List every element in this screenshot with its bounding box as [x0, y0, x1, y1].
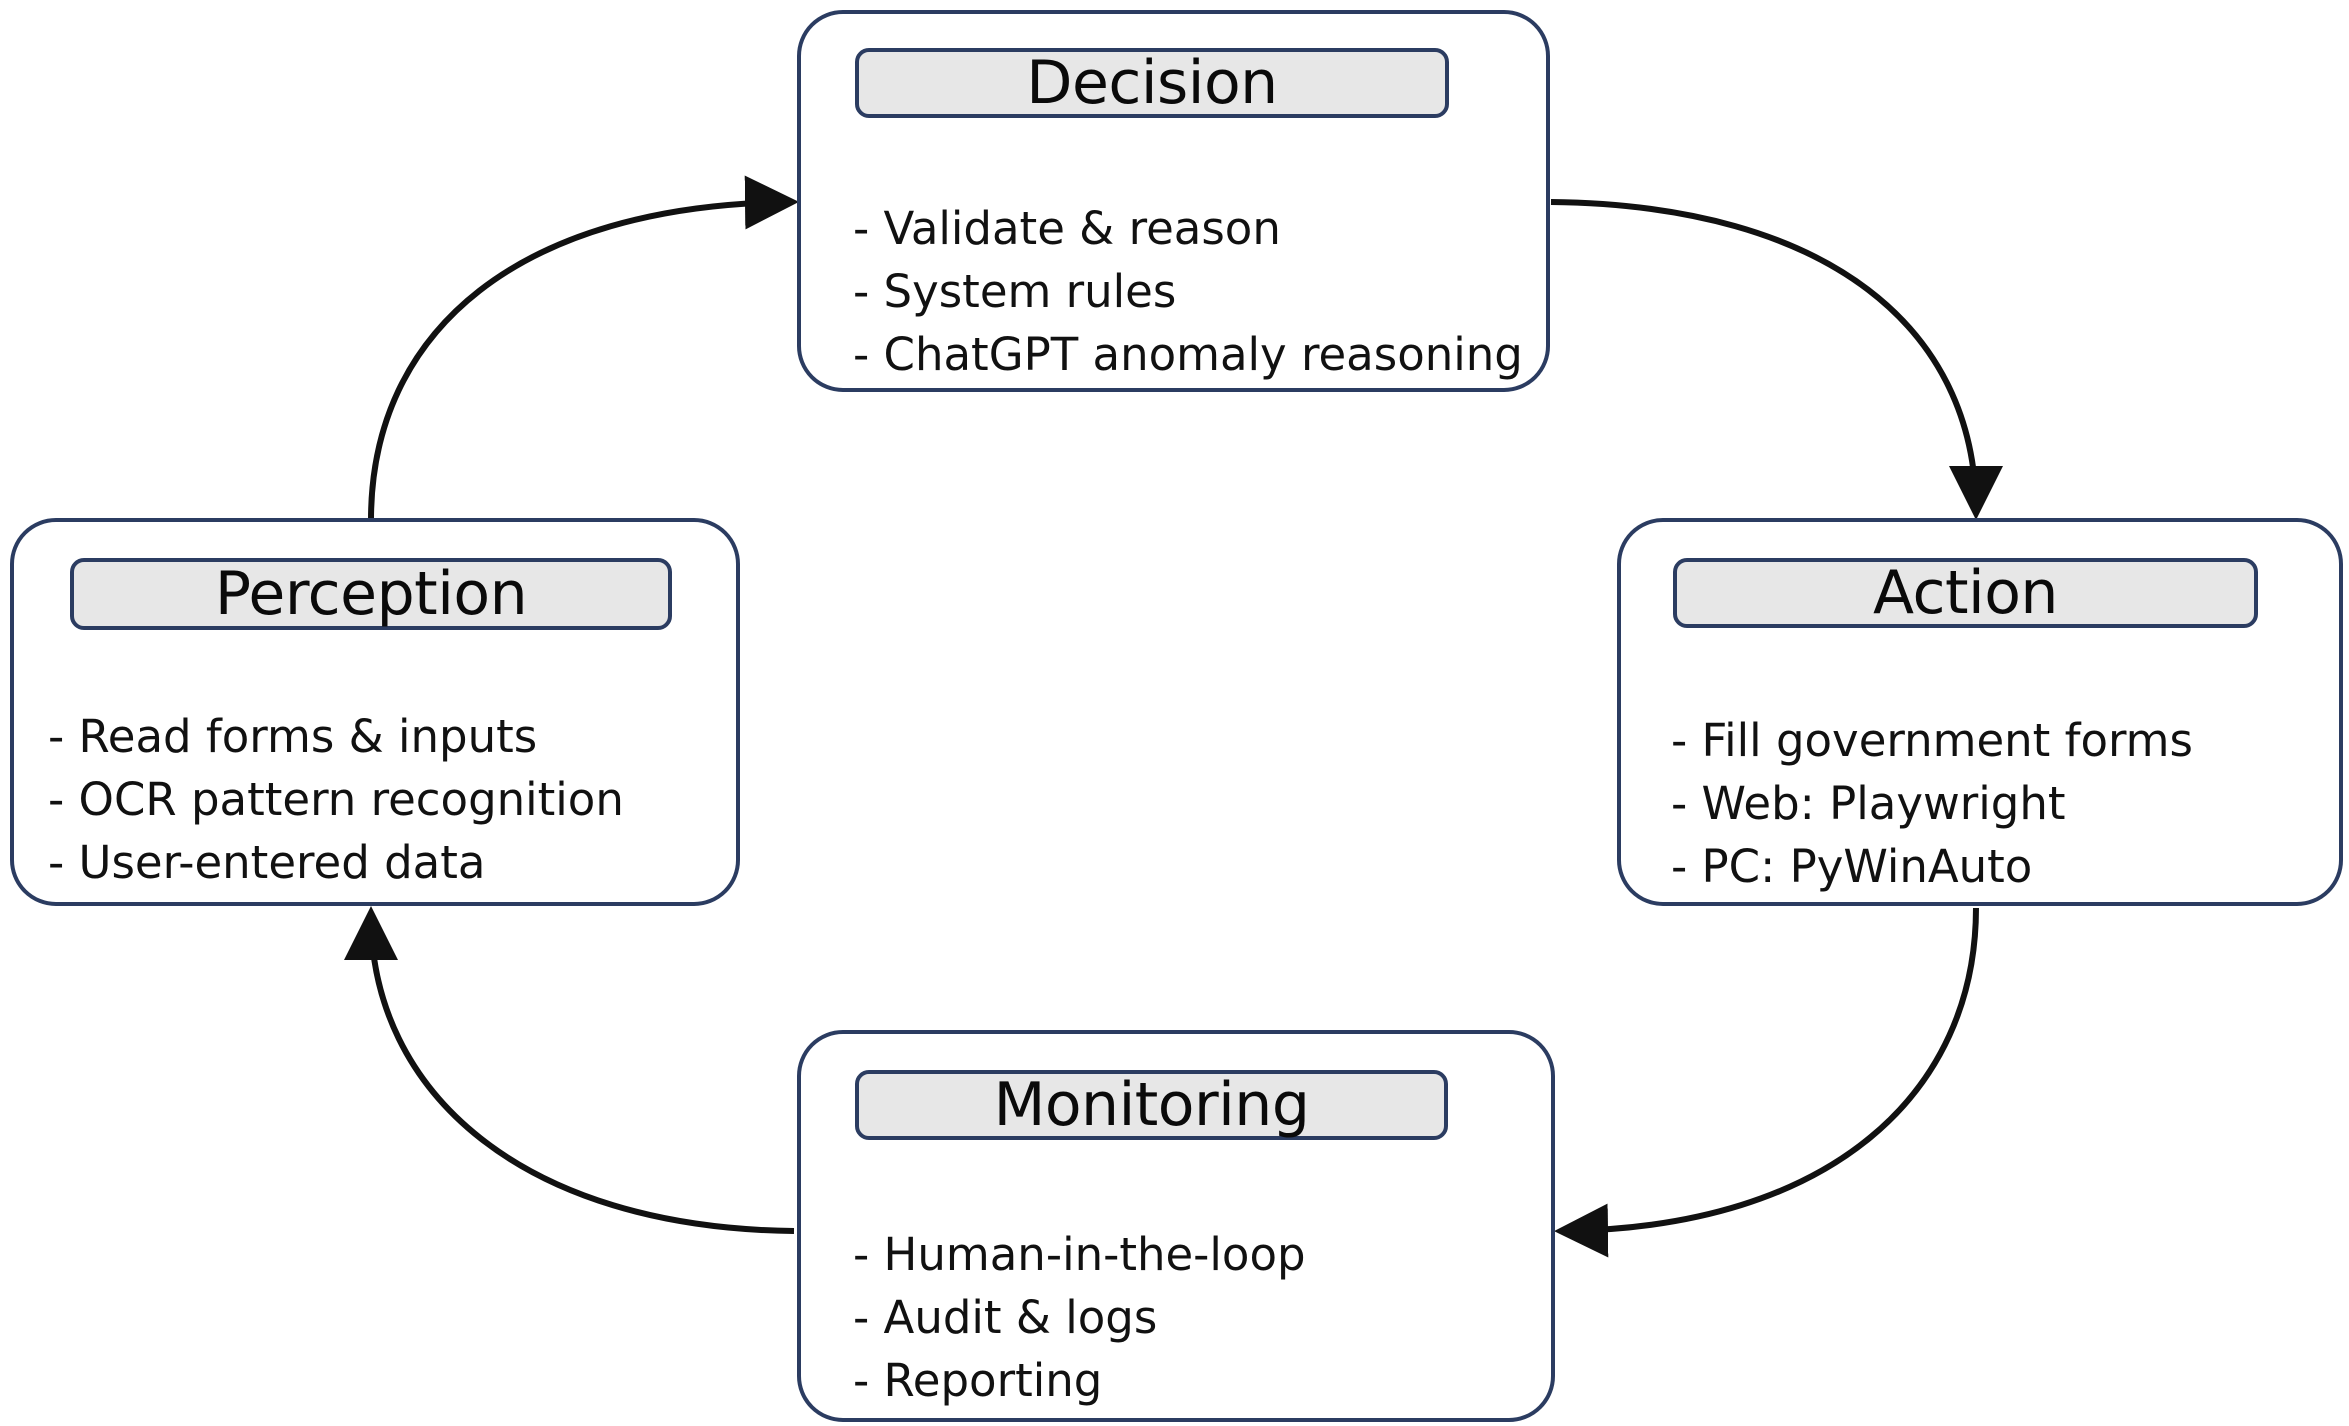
arrow-perception-to-decision: [368, 175, 799, 521]
arrow-decision-to-action: [1550, 199, 2003, 520]
list-item: - OCR pattern recognition: [48, 773, 624, 826]
list-item: - Reporting: [853, 1354, 1103, 1407]
arrow-monitoring-to-perception: [344, 906, 795, 1234]
list-item: - ChatGPT anomaly reasoning: [853, 328, 1523, 381]
node-perception[interactable]: Perception - Read forms & inputs - OCR p…: [10, 518, 740, 906]
node-perception-body: - Read forms & inputs - OCR pattern reco…: [48, 714, 624, 885]
node-perception-title: Perception: [70, 558, 672, 630]
list-item: - Validate & reason: [853, 202, 1281, 255]
node-monitoring-title: Monitoring: [855, 1070, 1448, 1140]
arrow-action-to-monitoring: [1554, 907, 1979, 1258]
list-item: - System rules: [853, 265, 1177, 318]
node-monitoring[interactable]: Monitoring - Human-in-the-loop - Audit &…: [797, 1030, 1555, 1422]
node-decision-body: - Validate & reason - System rules - Cha…: [853, 206, 1523, 377]
node-action-body: - Fill government forms - Web: Playwrigh…: [1671, 718, 2193, 889]
node-decision[interactable]: Decision - Validate & reason - System ru…: [797, 10, 1550, 392]
node-action[interactable]: Action - Fill government forms - Web: Pl…: [1617, 518, 2343, 906]
list-item: - Human-in-the-loop: [853, 1228, 1306, 1281]
node-decision-title: Decision: [855, 48, 1449, 118]
list-item: - PC: PyWinAuto: [1671, 840, 2033, 893]
list-item: - Read forms & inputs: [48, 710, 538, 763]
node-monitoring-body: - Human-in-the-loop - Audit & logs - Rep…: [853, 1232, 1306, 1403]
list-item: - Web: Playwright: [1671, 777, 2066, 830]
list-item: - Fill government forms: [1671, 714, 2193, 767]
list-item: - User-entered data: [48, 836, 486, 889]
node-action-title: Action: [1673, 558, 2258, 628]
list-item: - Audit & logs: [853, 1291, 1158, 1344]
